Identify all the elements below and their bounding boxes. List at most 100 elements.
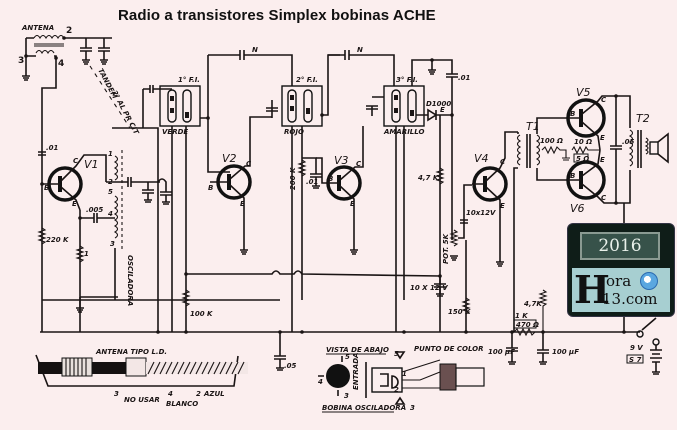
no-usar-label: NO USAR — [124, 396, 160, 404]
cap-10x12v-b-label: 10x12V — [466, 209, 496, 217]
oscillator-label: OSCILADORA — [126, 255, 134, 306]
cap-10x12v-a-label: 10 X 12 V — [410, 284, 448, 292]
vista-abajo-label: VISTA DE ABAJO — [326, 346, 389, 354]
pin-3-label: 3 — [18, 56, 24, 66]
power-switch[interactable] — [636, 330, 644, 338]
res-470-label: 470 Ω — [516, 321, 539, 329]
diode-label: D1000 — [426, 100, 451, 108]
coil-pin-4: 4 — [108, 210, 113, 218]
transistor-v5: V5 C B E — [566, 86, 616, 151]
res-100ohm-label: 100 Ω — [540, 137, 563, 145]
al-pr-cit-label: 2° AL PR CIT — [110, 89, 140, 137]
res-4-7k-b-label: 4,7K — [524, 300, 542, 308]
diode-e-label: E — [440, 106, 445, 114]
cap-01-top-label: .01 — [458, 74, 471, 82]
coil-pin-5: 5 — [108, 188, 113, 196]
v2-c-label: C — [246, 160, 252, 168]
v2-e-label: E — [240, 200, 245, 208]
cap-05-t2-label: .05 — [622, 138, 635, 146]
v4-c-label: C — [500, 158, 506, 166]
v4-e-label: E — [500, 202, 505, 210]
if1-label: 1° F.I. — [178, 76, 200, 84]
pin-4-label: 4 — [58, 59, 64, 69]
t2-label: T2 — [636, 112, 650, 125]
v6-c-label: C — [601, 194, 607, 202]
if-transformer-1: 1° F.I. VERDE — [142, 55, 230, 332]
v6-b-label: B — [570, 172, 575, 180]
battery-id-label: S 7 — [629, 356, 641, 364]
neutralizing-cap-1: N — [208, 46, 293, 86]
osc-view-5: 5 — [345, 353, 350, 361]
n2-label: N — [357, 46, 363, 54]
if2-label: 2° F.I. — [296, 76, 318, 84]
res-150k-label: 150 K — [448, 308, 471, 316]
rojo-label: ROJO — [284, 128, 304, 136]
v5-e-label: E — [600, 134, 605, 142]
antenna-type-label: ANTENA TIPO L.D. — [95, 348, 167, 356]
hora13-badge: 2016 H ora 13.com — [567, 223, 675, 317]
badge-site-part1: ora — [606, 272, 632, 290]
cap-01-v1-label: .01 — [46, 144, 59, 152]
badge-site-logo: H ora 13.com — [572, 268, 670, 312]
transistor-v3: V3 C B E 200 K .01 — [289, 126, 364, 255]
if-transformer-2: 2° F.I. ROJO — [266, 54, 340, 332]
v5-c-label: C — [601, 96, 607, 104]
v6-label: V6 — [570, 202, 585, 215]
badge-year: 2016 — [580, 232, 660, 260]
ant-pin-4-label: 4 — [168, 390, 173, 398]
badge-site-part2: 13.com — [602, 290, 658, 308]
n1-label: N — [252, 46, 258, 54]
oscillator-coil: 1 2 5 4 3 OSCILADORA — [106, 127, 172, 332]
cap-05-gnd-label: .05 — [284, 362, 297, 370]
blanco-label: BLANCO — [166, 400, 198, 408]
res-10ohm-label: 10 Ω — [574, 138, 592, 146]
osc-pin-5: 5 — [394, 350, 399, 358]
badge-site-initial: H — [574, 267, 610, 312]
v1-label: V1 — [84, 158, 99, 171]
power-rail: 100 K .05 4,7K 1 K 470 Ω 100 μF 100 μF 9… — [40, 270, 662, 375]
cap-100uf-b-label: 100 μF — [552, 348, 579, 356]
osc-pin-2: 2 — [394, 386, 399, 394]
v1-b-label: B — [44, 184, 49, 192]
transistor-v4: V4 C E 10x12V — [466, 131, 518, 267]
v3-b-label: B — [328, 175, 333, 183]
azul-label: AZUL — [203, 390, 225, 398]
diagram-title: Radio a transistores Simplex bobinas ACH… — [118, 7, 436, 24]
transistor-v2: V2 C B E — [208, 116, 272, 255]
v2-label: V2 — [222, 152, 237, 165]
v3-label: V3 — [334, 154, 349, 167]
neutralizing-cap-2: N — [328, 46, 395, 86]
transistor-v1: V1 C B E .01 220 K .005 1 — [37, 144, 118, 332]
v3-e-label: E — [350, 200, 355, 208]
v1-e-label: E — [72, 200, 77, 208]
detector-volume: 4,7 K POT. 5K 10 X 12 V 150 K — [410, 167, 472, 332]
switch-lever-icon — [641, 317, 657, 331]
ferrite-antenna: ANTENA TIPO L.D. 3 4 2 AZUL NO USAR BLAN… — [35, 348, 248, 408]
res-1k-b-label: 1 K — [515, 312, 528, 320]
osc-pin-3: 3 — [410, 404, 415, 412]
res-100k-label: 100 K — [190, 310, 213, 318]
verde-label: VERDE — [162, 128, 188, 136]
bobina-osc-label: BOBINA OSCILADORA — [322, 404, 406, 412]
coil-pin-3: 3 — [110, 240, 115, 248]
if-transformer-3: 3° F.I. AMARILLO .01 D1000 E — [366, 58, 471, 332]
v5-b-label: B — [570, 110, 575, 118]
transistor-v6: V6 C B E — [566, 149, 616, 215]
pot-5k-label: POT. 5K — [442, 233, 450, 264]
v2-b-label: B — [208, 184, 213, 192]
pin-2-label: 2 — [66, 26, 72, 36]
speaker-cone-icon — [657, 132, 669, 164]
if3-label: 3° F.I. — [396, 76, 418, 84]
res-4-7k-label: 4,7 K — [418, 174, 439, 182]
cap-01-v3-label: .01 — [306, 178, 319, 186]
osc-pin-1: 1 — [402, 370, 407, 378]
res-box-label: 5 Ω — [576, 155, 589, 163]
speaker-icon — [649, 141, 659, 155]
res-200k-label: 200 K — [289, 167, 297, 190]
antenna-label: ANTENA — [21, 24, 54, 32]
res-220k-label: 220 K — [46, 236, 69, 244]
entrada-label: ENTRADA — [352, 353, 360, 390]
res-1k-label: 1 — [84, 250, 89, 258]
v4-label: V4 — [474, 152, 489, 165]
